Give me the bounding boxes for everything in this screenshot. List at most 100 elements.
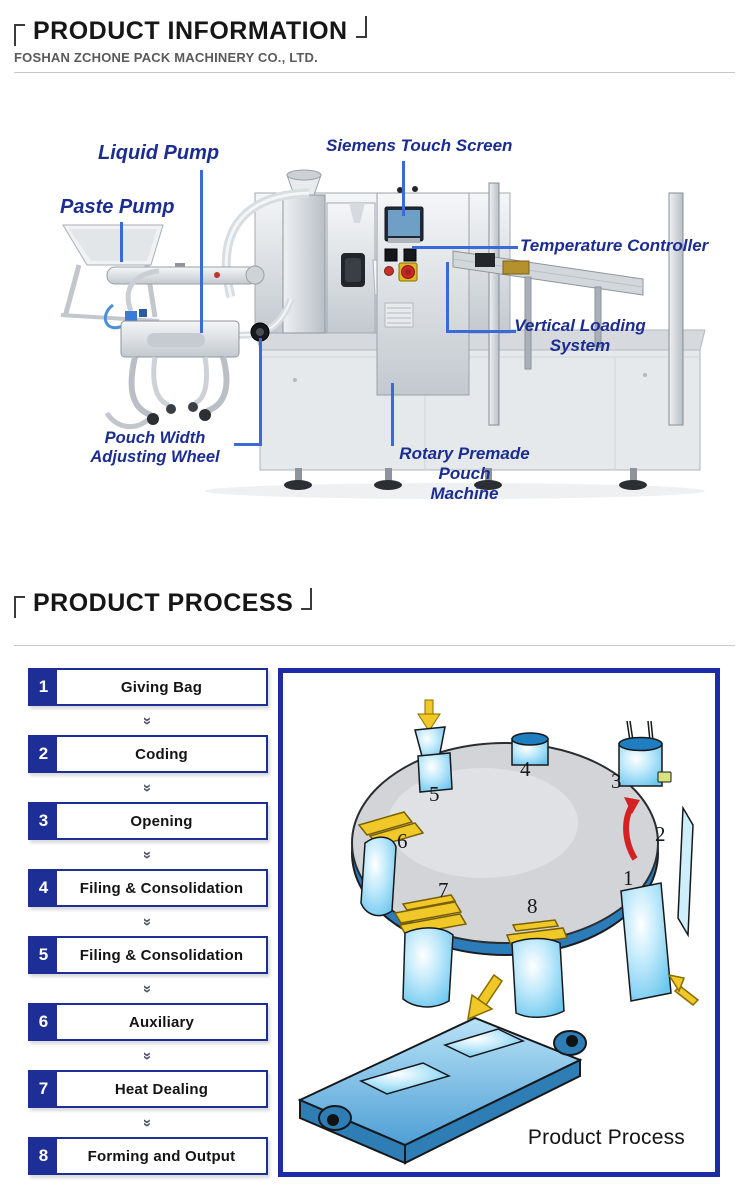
- panel-button: [384, 248, 398, 262]
- station-number: 7: [438, 878, 449, 902]
- process-step: 1 Giving Bag: [28, 668, 268, 706]
- section-divider: [14, 72, 735, 73]
- yellow-arrow-icon: [667, 973, 700, 1006]
- label-rotary-premade-pouch-machine: Rotary Premade Pouch Machine: [399, 444, 530, 504]
- process-step: 8 Forming and Output: [28, 1137, 268, 1175]
- step-number: 5: [30, 938, 57, 972]
- callout-line: [120, 222, 123, 262]
- pouch: [620, 882, 672, 1002]
- step-label: Filing & Consolidation: [79, 879, 244, 897]
- corner-bracket-left-icon: [14, 596, 25, 618]
- station-giving-bag: [414, 699, 453, 793]
- label-siemens-touch-screen: Siemens Touch Screen: [326, 136, 513, 155]
- station-number: 3: [611, 769, 622, 793]
- pouch: [677, 805, 694, 938]
- process-illustration-panel: 1 2 3 4 5 6 7 8 Product Process: [278, 668, 720, 1177]
- step-arrow-down-icon: »: [139, 850, 157, 859]
- control-cabinet: [376, 186, 470, 396]
- step-arrow-down-icon: »: [139, 1118, 157, 1127]
- machine-mid-panel: [326, 202, 392, 334]
- process-step: 3 Opening: [28, 802, 268, 840]
- corner-bracket-right-icon: [355, 16, 367, 38]
- conveyor-belt: [297, 1016, 587, 1165]
- machine-floor-shadow: [205, 483, 705, 499]
- station-number: 4: [520, 757, 531, 781]
- callout-line: [402, 161, 405, 216]
- station-sealing: [505, 919, 569, 1018]
- process-step: 6 Auxiliary: [28, 1003, 268, 1041]
- machine-post: [668, 192, 684, 426]
- paste-pump-unit: [60, 224, 265, 323]
- vertical-loading-conveyor: [452, 250, 644, 370]
- process-step: 5 Filing & Consolidation: [28, 936, 268, 974]
- station-number: 5: [429, 782, 440, 806]
- station-opening: [618, 720, 672, 787]
- process-step: 2 Coding: [28, 735, 268, 773]
- callout-line: [200, 170, 203, 333]
- filling-bar: [393, 901, 463, 924]
- yellow-arrow-icon: [467, 973, 504, 1021]
- step-arrow-down-icon: »: [139, 1051, 157, 1060]
- step-number: 8: [30, 1139, 57, 1173]
- callout-line: [259, 338, 262, 446]
- callout-line: [234, 443, 262, 446]
- step-label: Opening: [130, 812, 193, 830]
- machine-post: [488, 182, 500, 426]
- machine-figure: Liquid Pump Paste Pump Siemens Touch Scr…: [0, 75, 750, 580]
- label-liquid-pump: Liquid Pump: [98, 142, 220, 164]
- station-number: 2: [655, 822, 666, 846]
- label-pouch-width-adjusting-wheel: Pouch Width Adjusting Wheel: [90, 429, 220, 467]
- illustration-caption: Product Process: [527, 1126, 685, 1149]
- pouch: [358, 1062, 452, 1095]
- liquid-pump-cart: [103, 268, 240, 429]
- pouch: [402, 927, 454, 1008]
- section-process-header: PRODUCT PROCESS: [14, 588, 313, 618]
- station-coding: [511, 732, 549, 766]
- step-number: 2: [30, 737, 57, 771]
- corner-bracket-left-icon: [14, 24, 25, 46]
- pouch: [511, 937, 565, 1018]
- station-numbers: 1 2 3 4 5 6 7 8: [397, 757, 666, 918]
- step-label: Forming and Output: [87, 1147, 236, 1165]
- label-paste-pump: Paste Pump: [60, 196, 175, 218]
- company-name: FOSHAN ZCHONE PACK MACHINERY CO., LTD.: [14, 50, 318, 65]
- step-number: 7: [30, 1072, 57, 1106]
- section-information-header: PRODUCT INFORMATION: [14, 16, 367, 46]
- yellow-down-arrow-icon: [417, 713, 441, 732]
- filling-bar: [357, 811, 414, 836]
- rotary-process-illustration: 1 2 3 4 5 6 7 8: [297, 699, 700, 1165]
- page-title: PRODUCT INFORMATION: [33, 16, 348, 45]
- hopper-icon: [286, 169, 322, 181]
- step-label: Giving Bag: [120, 678, 203, 696]
- pouch: [417, 752, 453, 793]
- filling-bar: [511, 919, 560, 932]
- step-label: Filing & Consolidation: [79, 946, 244, 964]
- process-title: PRODUCT PROCESS: [33, 588, 294, 617]
- step-label: Coding: [135, 745, 188, 763]
- station-output-pouches: [620, 805, 694, 1002]
- label-temperature-controller: Temperature Controller: [520, 236, 709, 255]
- step-arrow-down-icon: »: [139, 917, 157, 926]
- temperature-controller-button: [403, 248, 417, 262]
- process-step: 7 Heat Dealing: [28, 1070, 268, 1108]
- step-number: 3: [30, 804, 57, 838]
- process-step: 4 Filing & Consolidation: [28, 869, 268, 907]
- pouch: [442, 1028, 526, 1058]
- red-curved-arrow-icon: [623, 797, 640, 861]
- step-number: 4: [30, 871, 57, 905]
- machine-deck: [254, 329, 706, 351]
- process-step-list: 1 Giving Bag » 2 Coding » 3 Opening » 4 …: [28, 668, 268, 1175]
- station-number: 8: [527, 894, 538, 918]
- yellow-down-arrow-icon: [424, 699, 434, 716]
- step-number: 6: [30, 1005, 57, 1039]
- station-number: 6: [397, 829, 408, 853]
- step-label: Heat Dealing: [114, 1080, 209, 1098]
- pouch: [360, 836, 397, 917]
- station-number: 1: [623, 866, 634, 890]
- callout-line: [412, 246, 518, 249]
- step-label: Auxiliary: [128, 1013, 195, 1031]
- station-filling-1: [357, 811, 425, 917]
- machine-feet: [284, 468, 647, 490]
- red-indicator: [384, 266, 394, 276]
- station-filling-2: [393, 894, 468, 1008]
